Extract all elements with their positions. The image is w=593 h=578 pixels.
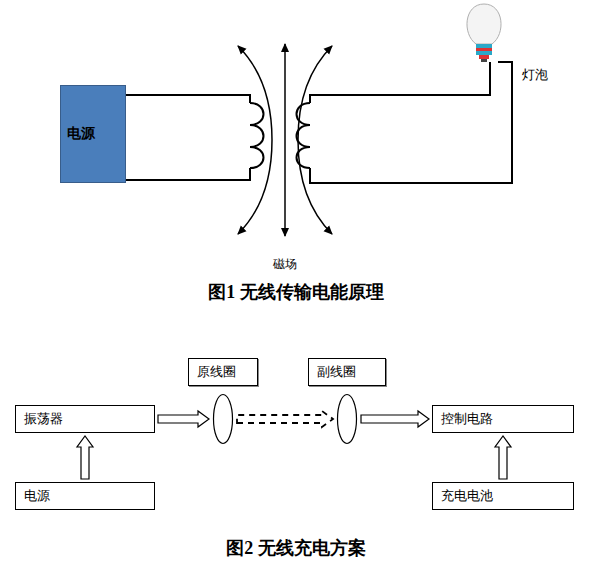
hollow-arrow <box>361 411 429 427</box>
hollow-arrow <box>158 411 209 427</box>
hollow-arrow <box>237 411 333 427</box>
wire <box>125 62 512 183</box>
bulb-label: 灯泡 <box>522 66 548 84</box>
coil-node: 副线圈 <box>308 358 386 446</box>
figure-caption: 图1 无线传输电能原理 <box>208 280 384 304</box>
coil-ellipse <box>336 393 358 445</box>
process-box: 控制电路 <box>432 405 574 433</box>
hollow-arrow <box>495 436 511 479</box>
node-text: 电源 <box>67 125 95 143</box>
coil-ellipse <box>212 393 234 445</box>
hollow-arrow <box>77 436 93 479</box>
node-text: 原线圈 <box>197 364 236 379</box>
figure-caption: 图2 无线充电方案 <box>226 536 366 560</box>
node-text: 振荡器 <box>24 410 63 428</box>
power-box: 电源 <box>60 85 126 183</box>
coil-node: 原线圈 <box>188 358 258 446</box>
coil-label-box: 原线圈 <box>188 358 258 386</box>
process-box: 振荡器 <box>15 405 155 433</box>
light-bulb <box>467 4 501 62</box>
node-text: 副线圈 <box>317 364 356 379</box>
field-line <box>238 44 332 236</box>
process-box: 电源 <box>15 482 155 510</box>
coil-label-box: 副线圈 <box>308 358 386 386</box>
node-text: 控制电路 <box>441 410 493 428</box>
node-text: 充电电池 <box>441 487 493 505</box>
field-label: 磁场 <box>273 256 297 273</box>
node-text: 电源 <box>24 487 50 505</box>
process-box: 充电电池 <box>432 482 574 510</box>
